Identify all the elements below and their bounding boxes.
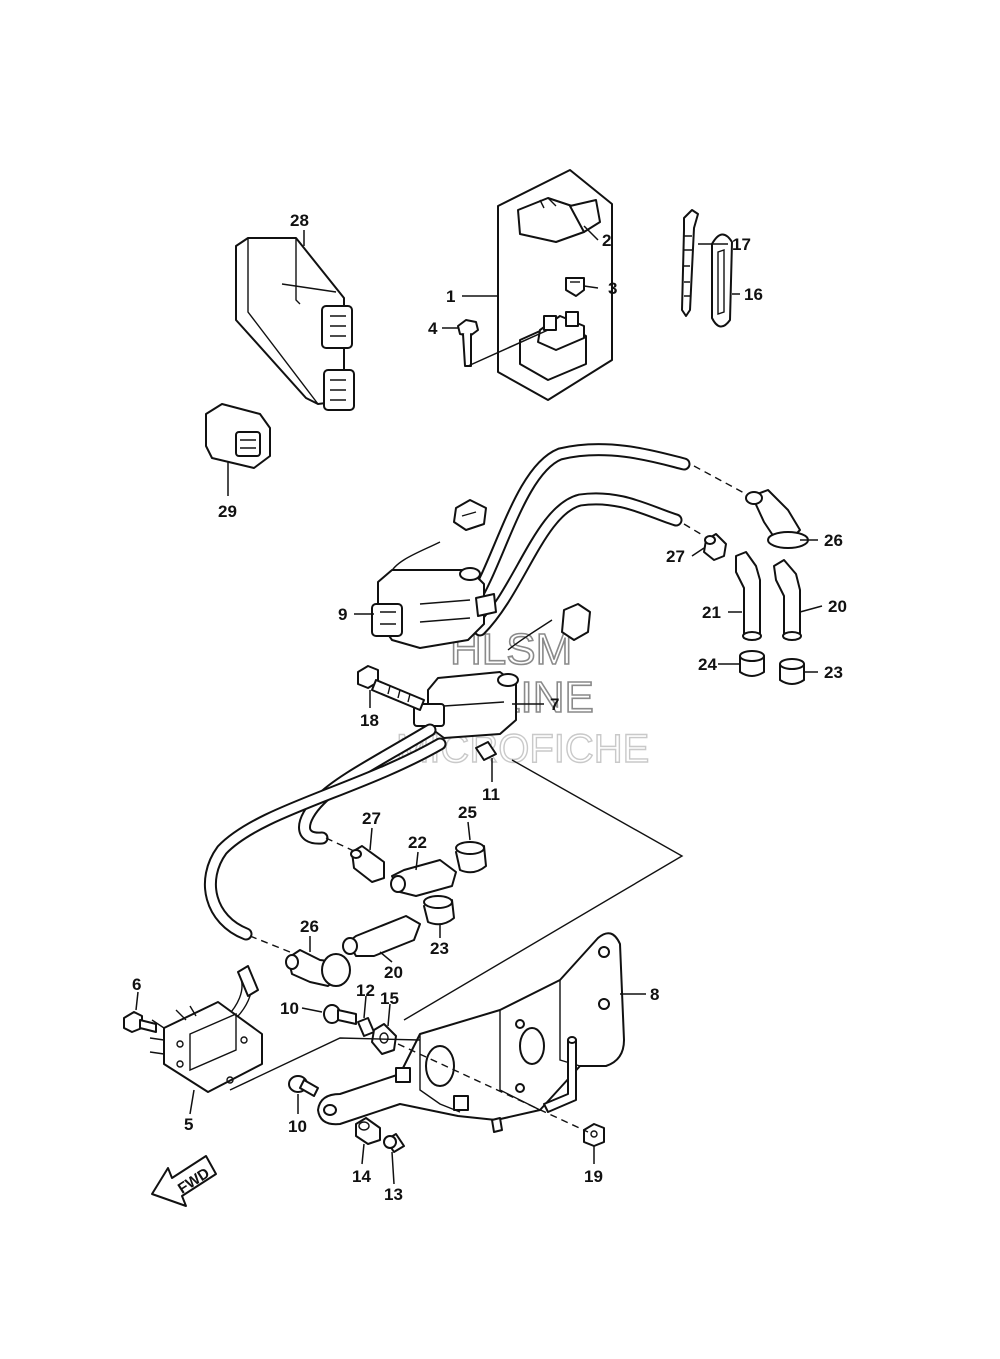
arrow-down-left-icon xyxy=(151,1155,217,1207)
callout-12[interactable]: 12 xyxy=(356,981,375,1000)
part-26-plug-cap-upper[interactable] xyxy=(745,489,809,549)
part-27-grommet-upper[interactable] xyxy=(703,533,727,561)
part-26-plug-cap-lower[interactable] xyxy=(285,949,351,987)
ht-leads-upper xyxy=(465,443,747,637)
callout-20-lower[interactable]: 20 xyxy=(384,963,403,982)
callout-25[interactable]: 25 xyxy=(458,803,477,822)
callout-7[interactable]: 7 xyxy=(550,695,559,714)
part-14-grommet[interactable] xyxy=(355,1117,381,1145)
part-4-screw[interactable] xyxy=(457,319,479,367)
part-2-relay-cover[interactable] xyxy=(517,197,601,243)
callout-1[interactable]: 1 xyxy=(446,287,455,306)
part-23-cap-upper[interactable] xyxy=(779,658,805,685)
callout-8[interactable]: 8 xyxy=(650,985,659,1004)
part-5-regulator[interactable] xyxy=(149,965,263,1093)
part-10-bolt-upper[interactable] xyxy=(323,1004,357,1025)
callout-20-upper[interactable]: 20 xyxy=(828,597,847,616)
callout-4[interactable]: 4 xyxy=(428,319,438,338)
callout-24[interactable]: 24 xyxy=(698,655,717,674)
part-21-plug-cap[interactable] xyxy=(735,551,762,641)
part-3-fuse[interactable] xyxy=(565,277,585,297)
part-25-cap[interactable] xyxy=(455,841,487,874)
callout-5[interactable]: 5 xyxy=(184,1115,193,1134)
part-17-cable-tie[interactable] xyxy=(681,209,699,317)
part-10-bolt-lower[interactable] xyxy=(288,1075,319,1097)
part-20-plug-cap-upper[interactable] xyxy=(773,559,802,641)
part-9-ignition-coil[interactable] xyxy=(371,499,497,649)
part-18-bolt[interactable] xyxy=(357,665,425,711)
part-11-sleeve[interactable] xyxy=(475,741,497,761)
callout-22[interactable]: 22 xyxy=(408,833,427,852)
callout-10-upper[interactable]: 10 xyxy=(280,999,299,1018)
callout-29[interactable]: 29 xyxy=(218,502,237,521)
part-13-collar[interactable] xyxy=(383,1133,405,1153)
callout-16[interactable]: 16 xyxy=(744,285,763,304)
part-24-cap[interactable] xyxy=(739,650,765,677)
callout-27-upper[interactable]: 27 xyxy=(666,547,685,566)
callout-13[interactable]: 13 xyxy=(384,1185,403,1204)
callout-28[interactable]: 28 xyxy=(290,211,309,230)
callout-19[interactable]: 19 xyxy=(584,1167,603,1186)
callout-6[interactable]: 6 xyxy=(132,975,141,994)
part-8-bracket[interactable] xyxy=(317,932,625,1133)
callout-labels: 28 29 1 2 3 4 17 16 26 27 21 20 24 23 9 … xyxy=(132,211,847,1204)
callout-21[interactable]: 21 xyxy=(702,603,721,622)
part-6-screw[interactable] xyxy=(123,1011,157,1033)
part-29-connector[interactable] xyxy=(205,403,271,469)
leader-lines xyxy=(135,225,823,1185)
starter-relay[interactable] xyxy=(519,311,587,381)
callout-26-upper[interactable]: 26 xyxy=(824,531,843,550)
callout-9[interactable]: 9 xyxy=(338,605,347,624)
callout-11[interactable]: 11 xyxy=(482,785,500,804)
part-7-ignition-coil[interactable] xyxy=(413,603,591,739)
callout-23-lower[interactable]: 23 xyxy=(430,939,449,958)
part-16-clip[interactable] xyxy=(711,233,733,328)
callout-14[interactable]: 14 xyxy=(352,1167,371,1186)
callout-18[interactable]: 18 xyxy=(360,711,379,730)
callout-23-upper[interactable]: 23 xyxy=(824,663,843,682)
part-19-nut[interactable] xyxy=(583,1123,605,1147)
part-27-grommet-lower[interactable] xyxy=(350,845,385,883)
part-28-ecm[interactable] xyxy=(235,237,355,411)
part-23-cap-lower[interactable] xyxy=(423,895,455,926)
callout-2[interactable]: 2 xyxy=(602,231,611,250)
callout-3[interactable]: 3 xyxy=(608,279,617,298)
part-20-plug-cap-lower[interactable] xyxy=(342,915,421,957)
callout-27-lower[interactable]: 27 xyxy=(362,809,381,828)
part-22-plug-cap[interactable] xyxy=(390,859,457,897)
fwd-direction-badge: FWD xyxy=(151,1155,217,1207)
callout-17[interactable]: 17 xyxy=(732,235,751,254)
part-12-collar[interactable] xyxy=(357,1017,375,1037)
part-1-relay-assembly[interactable] xyxy=(497,169,613,401)
callout-15[interactable]: 15 xyxy=(380,989,399,1008)
callout-26-lower[interactable]: 26 xyxy=(300,917,319,936)
callout-10-lower[interactable]: 10 xyxy=(288,1117,307,1136)
ht-leads-lower xyxy=(203,723,447,953)
